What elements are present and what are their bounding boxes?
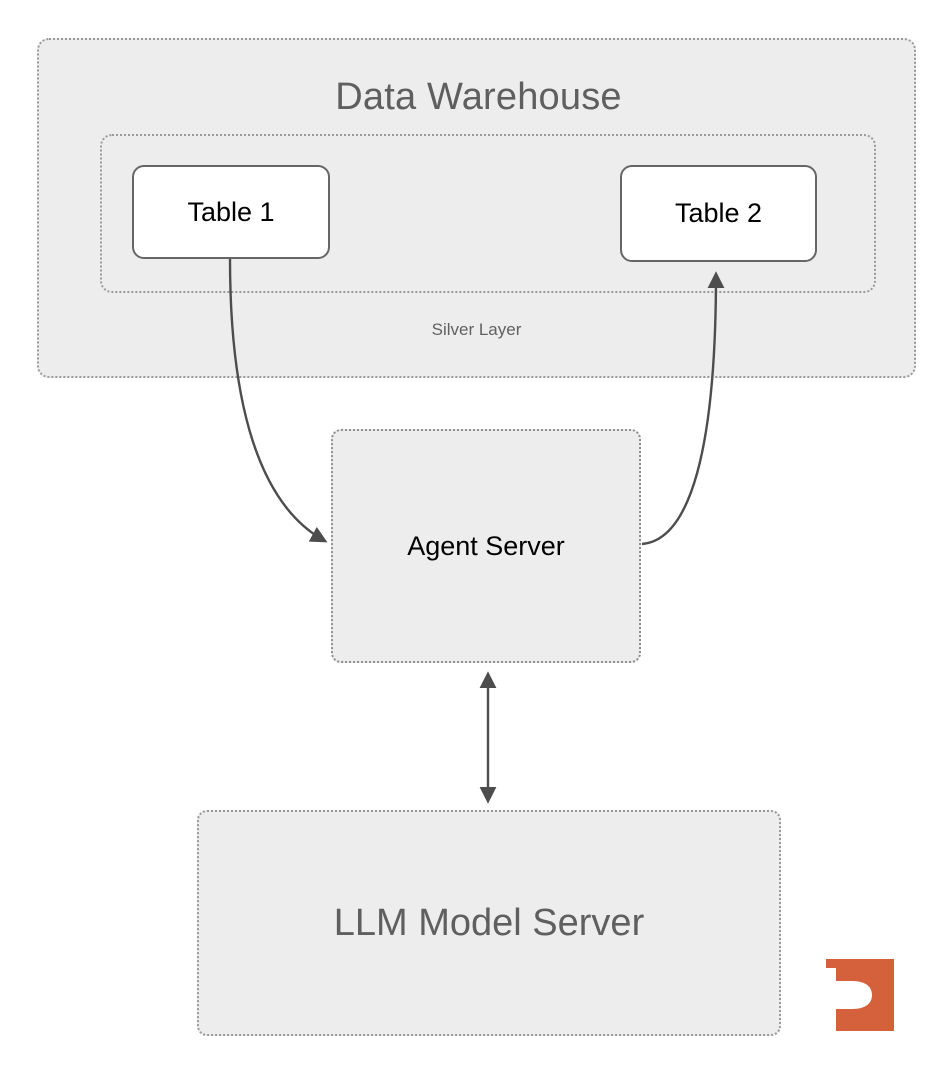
data-warehouse-title: Data Warehouse (335, 76, 622, 118)
llm-model-server-label: LLM Model Server (333, 901, 645, 944)
silver-layer-label: Silver Layer (431, 320, 522, 339)
table-2-label: Table 2 (674, 198, 763, 228)
silver-layer-container[interactable] (100, 134, 876, 293)
table-2-node[interactable]: Table 2 (620, 165, 817, 262)
llm-model-server-node[interactable]: LLM Model Server (197, 810, 781, 1036)
p-logo-icon (826, 959, 894, 1031)
agent-server-label: Agent Server (407, 530, 565, 561)
table-1-label: Table 1 (187, 196, 275, 227)
agent-server-node[interactable]: Agent Server (331, 429, 641, 663)
table-1-node[interactable]: Table 1 (132, 165, 330, 259)
